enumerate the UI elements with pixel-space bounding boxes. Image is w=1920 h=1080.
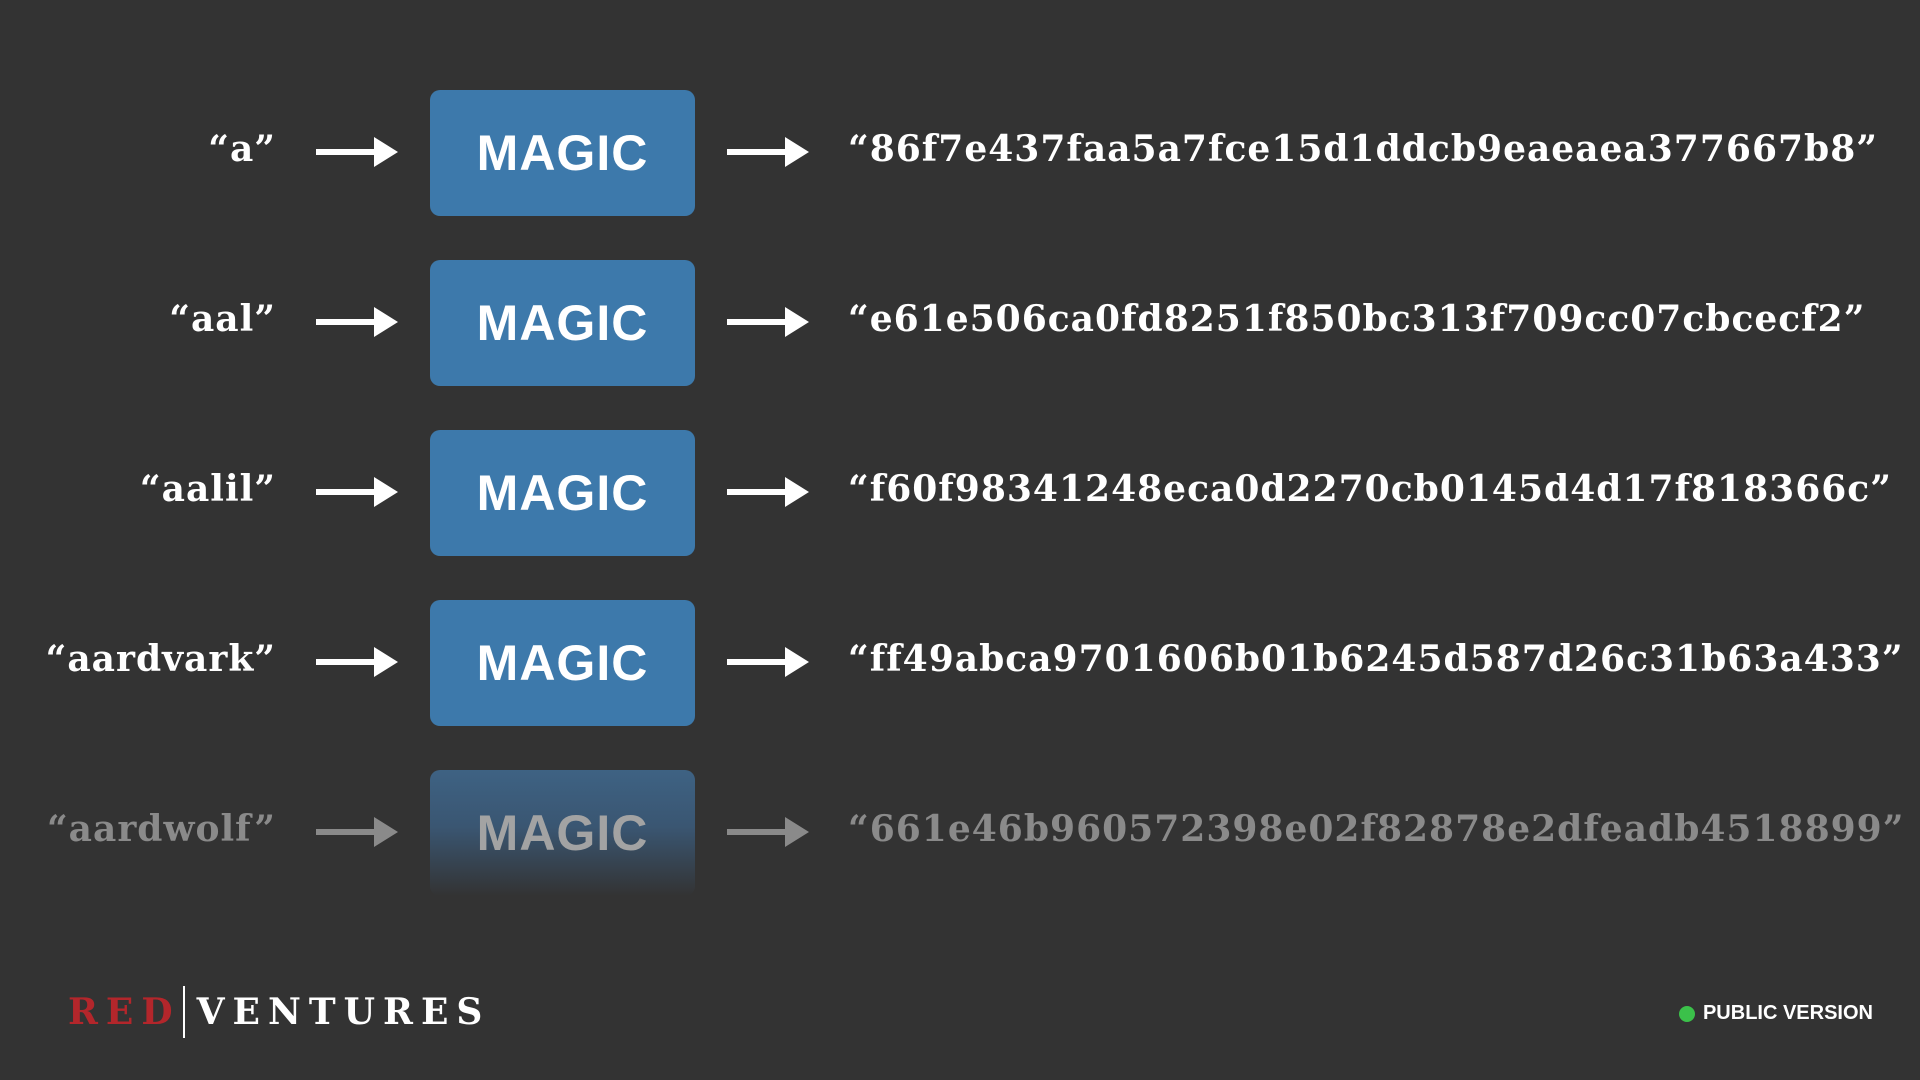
input-string: “aalil” [139,468,276,510]
hash-output: “ff49abca9701606b01b6245d587d26c31b63a43… [848,638,1904,680]
hash-output: “661e46b960572398e02f82878e2dfeadb451889… [848,808,1905,850]
input-string: “aardwolf” [46,808,276,850]
magic-box: MAGIC [430,430,695,556]
red-ventures-logo: RED VENTURES [68,985,490,1039]
magic-box: MAGIC [430,600,695,726]
status-dot-icon [1678,1005,1695,1022]
arrow-right-icon [727,307,809,337]
magic-label: MAGIC [476,465,649,521]
arrow-right-icon [316,137,398,167]
arrow-right-icon [316,817,398,847]
input-string: “aardvark” [45,638,276,680]
hash-output: “86f7e437faa5a7fce15d1ddcb9eaeaea377667b… [848,128,1878,170]
hash-row-faded: “aardwolf” MAGIC “661e46b960572398e02f82… [0,770,1920,896]
public-version-badge: PUBLIC VERSION [1678,1002,1873,1025]
magic-label: MAGIC [476,635,649,691]
hash-row: “a” MAGIC “86f7e437faa5a7fce15d1ddcb9eae… [0,90,1920,216]
input-string: “a” [208,128,276,170]
hash-output: “f60f98341248eca0d2270cb0145d4d17f818366… [848,468,1892,510]
arrow-right-icon [727,817,809,847]
magic-label: MAGIC [476,295,649,351]
logo-ventures-text: VENTURES [196,991,491,1033]
magic-box: MAGIC [430,90,695,216]
hash-row: “aalil” MAGIC “f60f98341248eca0d2270cb01… [0,430,1920,556]
magic-box: MAGIC [430,770,695,896]
arrow-right-icon [316,307,398,337]
input-string: “aal” [169,298,276,340]
arrow-right-icon [727,647,809,677]
magic-label: MAGIC [476,805,649,861]
hash-row: “aardvark” MAGIC “ff49abca9701606b01b624… [0,600,1920,726]
arrow-right-icon [316,647,398,677]
magic-label: MAGIC [476,125,649,181]
arrow-right-icon [727,477,809,507]
arrow-right-icon [727,137,809,167]
hash-output: “e61e506ca0fd8251f850bc313f709cc07cbcecf… [848,298,1866,340]
logo-red-text: RED [68,991,181,1033]
hash-row: “aal” MAGIC “e61e506ca0fd8251f850bc313f7… [0,260,1920,386]
public-version-label: PUBLIC VERSION [1702,1002,1873,1024]
arrow-right-icon [316,477,398,507]
magic-box: MAGIC [430,260,695,386]
logo-divider [182,986,185,1038]
